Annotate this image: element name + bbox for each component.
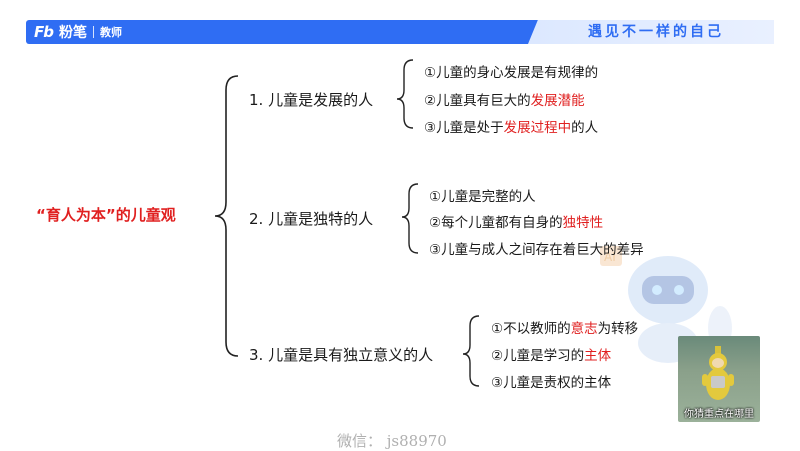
branch-title: 3. 儿童是具有独立意义的人 <box>249 346 434 364</box>
watermark-text: 微信： js88970 <box>337 432 447 450</box>
branch2-bracket <box>401 183 419 254</box>
header-slogan: 遇见不一样的自己 <box>588 24 724 40</box>
logo-name: 粉笔 <box>58 25 87 41</box>
branch-title: 2. 儿童是独特的人 <box>249 210 374 228</box>
sticker-caption: 你猜重点在哪里 <box>684 409 754 420</box>
mindmap-root: “育人为本”的儿童观 <box>36 206 176 224</box>
logo-mark: Fb <box>34 23 54 41</box>
branch3-bracket <box>462 315 480 387</box>
branch-item: ②儿童具有巨大的发展潜能 <box>424 93 585 109</box>
sticker-thumbnail: 你猜重点在哪里 <box>678 336 760 422</box>
branch-item: ②儿童是学习的主体 <box>491 348 612 364</box>
branch-item: ②每个儿童都有自身的独特性 <box>429 215 604 231</box>
branch1-bracket <box>396 59 414 129</box>
teletubby-figure <box>702 346 734 400</box>
root-bracket <box>214 75 239 357</box>
branch-item: ③儿童是处于发展过程中的人 <box>424 120 599 136</box>
logo-divider <box>92 26 94 38</box>
logo-subtitle: 教师 <box>99 26 122 39</box>
branch-item: ③儿童是责权的主体 <box>491 375 612 391</box>
svg-text:AI: AI <box>604 250 616 264</box>
branch-item: ①不以教师的意志为转移 <box>491 321 639 337</box>
branch-item: ①儿童的身心发展是有规律的 <box>424 65 599 81</box>
header-left-band <box>26 20 546 44</box>
header-right-band <box>528 20 774 44</box>
header-bar: Fb 粉笔 教师 遇见不一样的自己 <box>0 0 800 48</box>
branch-title: 1. 儿童是发展的人 <box>249 91 374 109</box>
branch-item: ③儿童与成人之间存在着巨大的差异 <box>429 242 644 258</box>
branch-item: ①儿童是完整的人 <box>429 189 536 205</box>
brand-logo: Fb 粉笔 教师 <box>34 22 122 42</box>
